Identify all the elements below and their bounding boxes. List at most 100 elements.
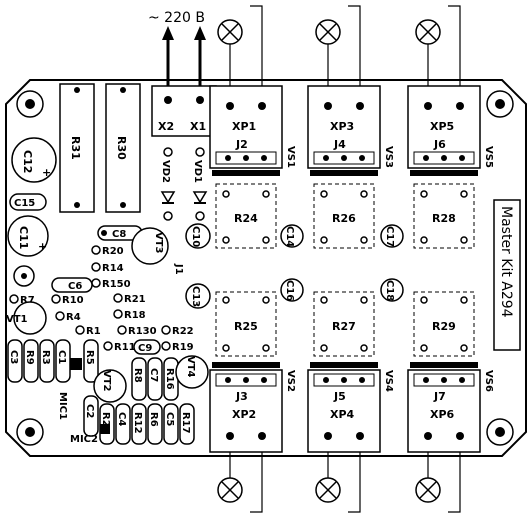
title-frame: [493, 199, 521, 351]
resistor-r19: R19: [161, 341, 194, 353]
capacitor-c15: C15: [9, 193, 47, 211]
triac-label: VS5: [483, 146, 494, 168]
capacitor-c12: C12 +: [11, 137, 57, 183]
r12-label: R12: [132, 412, 143, 434]
capacitor-c10: C10: [185, 223, 211, 249]
c9-label: C9: [138, 343, 152, 354]
r150-label: R150: [102, 279, 131, 290]
microphone-mic2: MIC2: [70, 424, 110, 445]
diode-vd1: VD1: [192, 147, 208, 221]
jumper-label: J2: [235, 138, 248, 151]
capacitor-c16: C16: [280, 278, 304, 302]
resistor-label: R26: [332, 212, 356, 225]
transistor-vt2: VT2: [93, 369, 127, 403]
vertical-part-c4: C4: [115, 403, 131, 445]
output-channels: XP1J2VS1R24XP3J4VS3R26XP5J6VS5R28J3XP2VS…: [209, 5, 494, 513]
r1-label: R1: [86, 326, 101, 337]
vd2-label: VD2: [160, 160, 171, 183]
c5-label: C5: [164, 412, 175, 426]
r4-label: R4: [66, 312, 81, 323]
c11-label: C11: [17, 226, 30, 249]
r16-label: R16: [164, 368, 175, 390]
r31-label: R31: [69, 136, 82, 160]
lamp-icon: [415, 477, 441, 503]
c7-label: C7: [148, 368, 159, 382]
vd1-label: VD1: [192, 160, 203, 183]
resistor-label: R27: [332, 320, 356, 333]
terminal-x1-label: X1: [190, 120, 206, 133]
channel-xp3: [307, 5, 381, 249]
r22-label: R22: [172, 326, 194, 337]
connector-label: XP1: [232, 120, 256, 133]
resistor-r21: R21: [113, 293, 146, 305]
c17-label: C17: [384, 226, 395, 247]
microphone-mic1: MIC1: [57, 358, 82, 420]
capacitor-c14: C14: [280, 224, 304, 248]
c18-label: C18: [384, 280, 395, 301]
mic1-label: MIC1: [57, 392, 68, 420]
vertical-part-r8: R8: [131, 357, 147, 401]
capacitor-c11: C11 +: [7, 215, 49, 257]
svg-text:+: +: [42, 166, 51, 179]
triac-label: VS2: [285, 370, 296, 392]
vertical-part-r5: R5: [83, 339, 99, 383]
r2-label: R2: [100, 412, 111, 427]
mic2-label: MIC2: [70, 434, 98, 445]
vertical-part-r3: R3: [39, 339, 55, 383]
diode-vd2: VD2: [160, 147, 176, 221]
resistor-r4: R4: [55, 311, 81, 323]
vertical-part-r17: R17: [179, 403, 195, 445]
r3-label: R3: [40, 350, 51, 365]
lamp-icon: [415, 19, 441, 45]
vertical-part-c7: C7: [147, 357, 163, 401]
resistor-r14: R14: [91, 262, 124, 274]
resistor-r30: R30: [105, 83, 141, 213]
jumper-label: J7: [433, 390, 446, 403]
resistor-r11: R11: [103, 341, 136, 353]
vertical-part-c2: C2: [83, 395, 99, 437]
capacitor-c17: C17: [380, 224, 404, 248]
resistor-r22: R22: [161, 325, 194, 337]
resistor-label: R29: [432, 320, 456, 333]
resistor-label: R28: [432, 212, 456, 225]
svg-text:+: +: [38, 240, 47, 253]
channel-xp5: [407, 5, 481, 249]
jumper-j1-label: J1: [173, 263, 184, 275]
c4-label: C4: [116, 412, 127, 426]
connector-label: XP3: [330, 120, 354, 133]
lamp-icon: [315, 19, 341, 45]
resistor-r10: R10: [51, 294, 84, 306]
capacitor-c9: C9: [133, 339, 161, 355]
lamp-icon: [315, 477, 341, 503]
vertical-part-r16: R16: [163, 357, 179, 401]
connector-label: XP2: [232, 408, 256, 421]
vertical-part-r6: R6: [147, 403, 163, 445]
jumper-label: J6: [433, 138, 446, 151]
transistor-vt4: VT4: [175, 355, 209, 389]
lamp-icon: [217, 19, 243, 45]
r18-label: R18: [124, 310, 146, 321]
resistor-r7: R7: [9, 294, 35, 306]
r14-label: R14: [102, 263, 124, 274]
c16-label: C16: [284, 280, 295, 301]
resistor-r18: R18: [113, 309, 146, 321]
triac-label: VS4: [383, 370, 394, 392]
small-cap-cluster: [13, 265, 35, 287]
jumper-label: J3: [235, 390, 248, 403]
transistor-vt3: VT3: [131, 227, 169, 265]
r21-label: R21: [124, 294, 146, 305]
mounting-holes: [16, 90, 514, 446]
vertical-part-c1: C1: [55, 339, 71, 383]
connector-label: XP4: [330, 408, 355, 421]
jumper-label: J4: [333, 138, 346, 151]
channel-xp4: [307, 291, 381, 513]
c12-label: C12: [21, 150, 34, 173]
r7-label: R7: [20, 295, 35, 306]
capacitor-c6: C6: [51, 277, 93, 293]
r6-label: R6: [148, 412, 159, 427]
r11-label: R11: [114, 342, 136, 353]
vertical-part-r12: R12: [131, 403, 147, 445]
connector-label: XP6: [430, 408, 455, 421]
r20-label: R20: [102, 246, 124, 257]
c15-label: C15: [14, 198, 35, 209]
